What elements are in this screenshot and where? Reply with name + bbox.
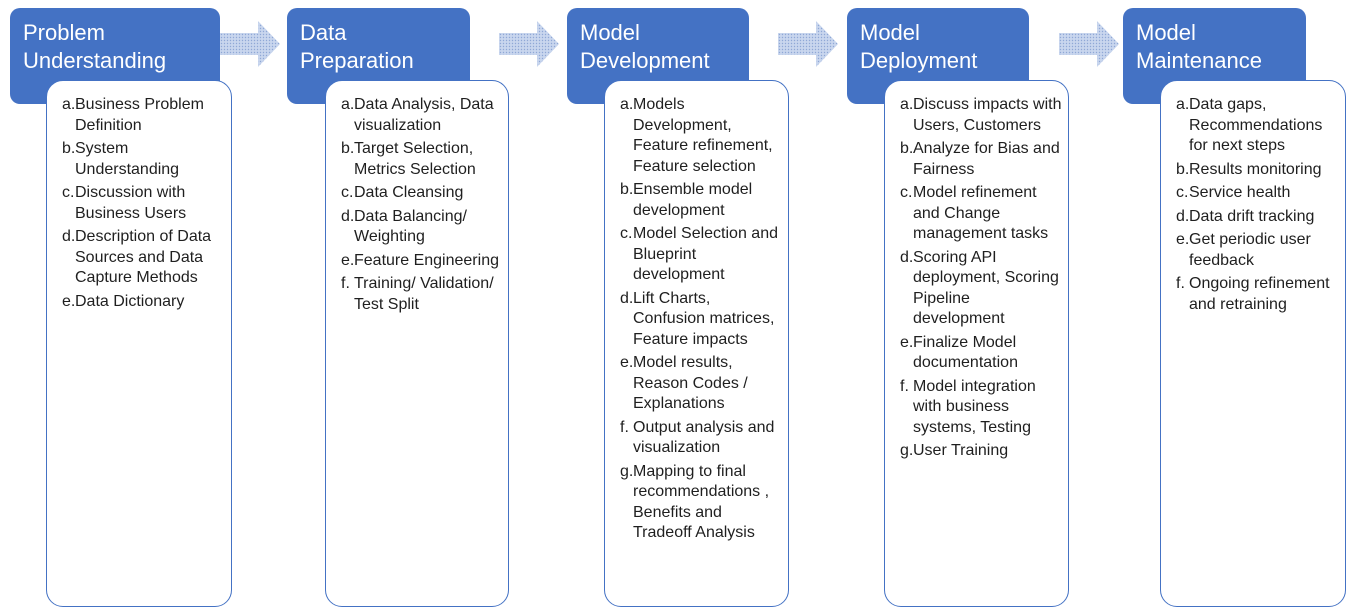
list-item: f.Ongoing refinement and retraining <box>1176 275 1330 313</box>
list-item: a.Data Analysis, Data visualization <box>341 96 494 134</box>
list-item: a.Business Problem Definition <box>62 96 204 134</box>
list-item: d.Data Balancing/ Weighting <box>341 207 467 246</box>
list-item: e.Feature Engineering <box>341 251 499 269</box>
stage-title-line: Preparation <box>300 48 414 73</box>
stage-header-model-development: Model Development <box>567 8 749 104</box>
list-item: c.Model refinement and Change management… <box>900 184 1049 242</box>
stage-title-line: Model <box>1136 20 1196 45</box>
stage-title-line: Understanding <box>23 48 167 73</box>
list-item: a.Data gaps, Recommendations for next st… <box>1176 96 1323 154</box>
list-item: e.Model results, Reason Codes / Explanat… <box>620 354 748 412</box>
list-item: a.Discuss impacts with Users, Customers <box>900 96 1062 134</box>
stage-panel-data-preparation: a.Data Analysis, Data visualization b.Ta… <box>325 80 509 607</box>
list-item: c.Data Cleansing <box>341 184 464 201</box>
list-item: c.Discussion with Business Users <box>62 184 187 222</box>
list-item: a.Models Development, Feature refinement… <box>620 96 773 175</box>
stage-title-line: Data <box>300 20 347 45</box>
list-item: b.Results monitoring <box>1176 160 1322 178</box>
list-item: d.Data drift tracking <box>1176 207 1315 225</box>
list-item: b.System Understanding <box>62 140 180 178</box>
list-item: f.Model integration with business system… <box>900 377 1036 436</box>
stage-title-line: Deployment <box>860 48 978 73</box>
list-item: f.Output analysis and visualization <box>620 418 775 457</box>
list-item: g.Mapping to final recommendations , Ben… <box>620 462 770 542</box>
list-item: d.Description of Data Sources and Data C… <box>62 228 212 286</box>
list-item: c.Model Selection and Blueprint developm… <box>620 225 778 283</box>
stage-title-line: Model <box>580 20 640 45</box>
flow-arrow-icon <box>499 21 559 67</box>
list-item: g.User Training <box>900 442 1009 459</box>
stage-title-line: Maintenance <box>1136 48 1262 73</box>
flow-arrow-icon <box>220 21 280 67</box>
list-item: b.Analyze for Bias and Fairness <box>900 140 1060 178</box>
list-item: f.Training/ Validation/ Test Split <box>341 275 494 313</box>
list-item: c.Service health <box>1176 184 1291 201</box>
flow-arrow-icon <box>1059 21 1119 67</box>
stage-panel-model-maintenance: a.Data gaps, Recommendations for next st… <box>1160 80 1346 607</box>
stage-panel-model-deployment: a.Discuss impacts with Users, Customers … <box>884 80 1069 607</box>
stage-title-line: Model <box>860 20 920 45</box>
list-item: b.Target Selection, Metrics Selection <box>341 140 476 178</box>
list-item: b.Ensemble model development <box>620 181 753 219</box>
flow-arrow-icon <box>778 21 838 67</box>
list-item: d.Lift Charts, Confusion matrices, Featu… <box>620 289 775 348</box>
stage-title-line: Development <box>580 48 710 73</box>
stage-panel-model-development: a.Models Development, Feature refinement… <box>604 80 789 607</box>
list-item: d.Scoring API deployment, Scoring Pipeli… <box>900 248 1059 328</box>
list-item: e.Finalize Model documentation <box>900 333 1018 372</box>
stage-panel-problem-understanding: a.Business Problem Definition b.System U… <box>46 80 232 607</box>
list-item: e.Get periodic user feedback <box>1176 231 1311 269</box>
list-item: e.Data Dictionary <box>62 292 185 310</box>
stage-title-line: Problem <box>23 20 105 45</box>
